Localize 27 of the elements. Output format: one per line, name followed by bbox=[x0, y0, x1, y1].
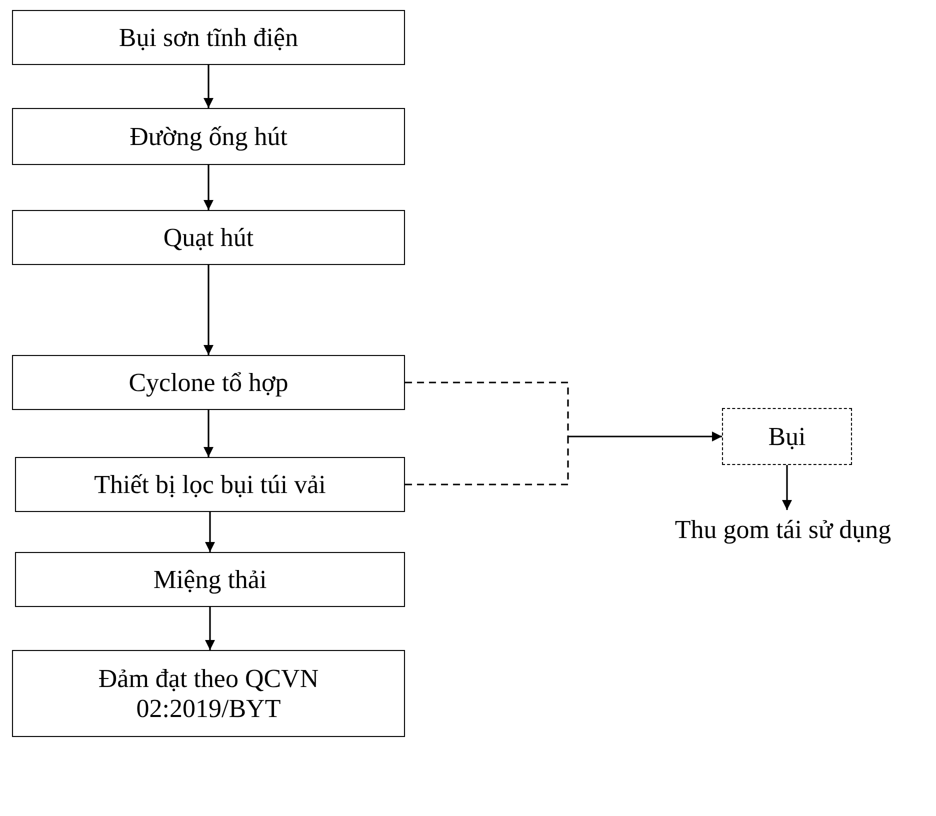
arrow bbox=[782, 465, 792, 510]
arrow bbox=[204, 65, 214, 108]
arrow bbox=[205, 607, 215, 650]
node-label: Miệng thải bbox=[153, 564, 267, 594]
arrow bbox=[204, 265, 214, 355]
dashed-connector bbox=[405, 382, 569, 436]
output-text: Thu gom tái sử dụng bbox=[674, 515, 892, 545]
node-label: Bụi bbox=[768, 422, 806, 452]
dashed-connector bbox=[405, 436, 569, 486]
arrow bbox=[204, 165, 214, 210]
dashed-box bbox=[722, 408, 852, 465]
node-label: Bụi sơn tĩnh điện bbox=[118, 22, 298, 52]
process-box bbox=[12, 10, 405, 65]
process-box bbox=[12, 355, 405, 410]
process-box bbox=[12, 108, 405, 165]
node-label: Cyclone tổ hợp bbox=[128, 368, 288, 398]
process-box bbox=[12, 650, 405, 737]
arrow bbox=[204, 410, 214, 457]
process-box bbox=[15, 552, 405, 607]
node-label: Thiết bị lọc bụi túi vải bbox=[94, 470, 326, 500]
process-box bbox=[15, 457, 405, 512]
arrow bbox=[205, 512, 215, 552]
node-label: Đảm đạt theo QCVN 02:2019/BYT bbox=[97, 664, 320, 724]
node-label: Đường ống hút bbox=[130, 122, 288, 152]
arrow bbox=[568, 432, 722, 442]
node-label: Quạt hút bbox=[163, 222, 254, 252]
process-box bbox=[12, 210, 405, 265]
